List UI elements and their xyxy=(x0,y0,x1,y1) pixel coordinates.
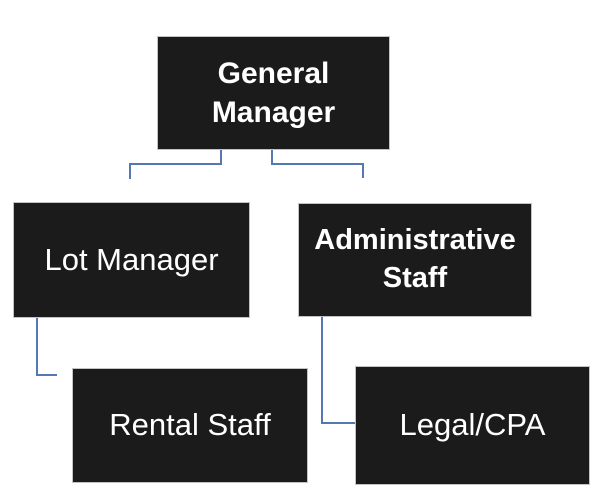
org-node-general-manager-label: General Manager xyxy=(211,57,336,129)
org-node-legal-cpa-label: Legal/CPA xyxy=(399,407,546,443)
connector-lot-manager-to-rental-staff-segment xyxy=(36,318,38,376)
connector-lot-manager-to-rental-staff-segment xyxy=(36,374,57,376)
connector-gm-to-lot-manager-segment xyxy=(129,163,131,179)
org-node-lot-manager-label: Lot Manager xyxy=(44,241,219,277)
connector-gm-to-lot-manager-segment xyxy=(220,150,222,165)
org-node-administrative-staff-label: Administrative Staff xyxy=(314,224,516,294)
org-node-legal-cpa: Legal/CPA xyxy=(355,366,590,485)
org-node-rental-staff: Rental Staff xyxy=(72,368,308,483)
connector-gm-to-administrative-staff-segment xyxy=(362,163,364,178)
org-node-general-manager: General Manager xyxy=(157,36,390,150)
connector-administrative-staff-to-legal-cpa-segment xyxy=(321,317,323,424)
connector-gm-to-administrative-staff-segment xyxy=(271,163,364,165)
org-node-rental-staff-label: Rental Staff xyxy=(109,407,271,443)
org-node-administrative-staff: Administrative Staff xyxy=(298,203,532,317)
org-node-lot-manager: Lot Manager xyxy=(13,202,250,318)
connector-administrative-staff-to-legal-cpa-segment xyxy=(321,422,356,424)
connector-gm-to-administrative-staff-segment xyxy=(271,150,273,165)
connector-gm-to-lot-manager-segment xyxy=(129,163,222,165)
